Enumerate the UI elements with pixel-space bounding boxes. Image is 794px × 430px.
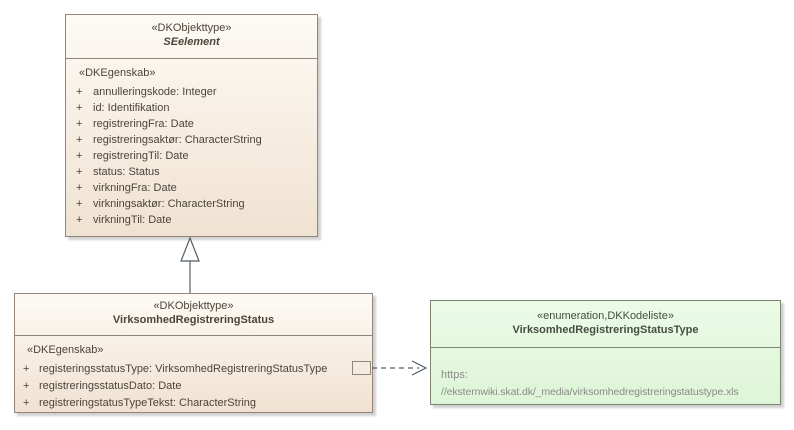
attr-heading: «DKEgenskab» xyxy=(27,344,104,356)
attribute-text: registreringFra: Date xyxy=(93,118,194,130)
attribute-text: status: Status xyxy=(93,166,160,178)
attribute-row: + registreringFra: Date xyxy=(66,116,317,132)
visibility-marker: + xyxy=(23,380,30,392)
attribute-row: + registreringsaktør: CharacterString xyxy=(66,132,317,148)
codelist-url-path: //eksternwiki.skat.dk/_media/virksomhedr… xyxy=(441,386,739,398)
class-name: SEelement xyxy=(163,36,220,48)
class-box-virksomhed-registrering-status[interactable]: «DKObjekttype» VirksomhedRegistreringSta… xyxy=(14,293,373,413)
generalization-connector xyxy=(180,236,200,293)
attribute-row: + status: Status xyxy=(66,164,317,180)
codelist-url: https: //eksternwiki.skat.dk/_media/virk… xyxy=(431,348,780,401)
class-header-virksomhed-registrering-status: «DKObjekttype» VirksomhedRegistreringSta… xyxy=(15,294,372,336)
attribute-row: + registeringsstatusType: VirksomhedRegi… xyxy=(15,361,372,378)
attribute-row: + virkningTil: Date xyxy=(66,212,317,228)
attribute-text: registeringsstatusType: VirksomhedRegist… xyxy=(39,363,328,375)
stereotype-label: «DKObjekttype» xyxy=(153,300,234,312)
codelist-url-scheme: https: xyxy=(441,369,468,381)
open-arrowhead xyxy=(411,360,428,376)
visibility-marker: + xyxy=(76,182,83,194)
attribute-row: + annulleringskode: Integer xyxy=(66,84,317,100)
attribute-row: + id: Identifikation xyxy=(66,100,317,116)
class-header-seelement: «DKObjekttype» SEelement xyxy=(66,15,317,59)
attribute-row: + virkningFra: Date xyxy=(66,180,317,196)
attribute-text: virkningTil: Date xyxy=(93,214,172,226)
attribute-row: + registreringTil: Date xyxy=(66,148,317,164)
stereotype-label: «DKObjekttype» xyxy=(151,22,232,34)
visibility-marker: + xyxy=(76,214,83,226)
visibility-marker: + xyxy=(76,198,83,210)
attribute-text: virkningsaktør: CharacterString xyxy=(93,198,245,210)
visibility-marker: + xyxy=(76,150,83,162)
attribute-row: + registreringstatusTypeTekst: Character… xyxy=(15,395,372,412)
stereotype-label: «enumeration,DKKodeliste» xyxy=(537,310,674,322)
attribute-row: + registreringsstatusDato: Date xyxy=(15,378,372,395)
attribute-row: + virkningsaktør: CharacterString xyxy=(66,196,317,212)
class-name: VirksomhedRegistreringStatus xyxy=(112,314,275,326)
visibility-marker: + xyxy=(23,397,30,409)
enum-box-virksomhed-registrering-status-type[interactable]: «enumeration,DKKodeliste» VirksomhedRegi… xyxy=(430,300,781,405)
visibility-marker: + xyxy=(76,102,83,114)
enum-name: VirksomhedRegistreringStatusType xyxy=(512,324,699,336)
attr-heading: «DKEgenskab» xyxy=(79,67,156,79)
attributes-compartment: «DKEgenskab» + registeringsstatusType: V… xyxy=(15,336,372,412)
visibility-marker: + xyxy=(76,166,83,178)
attribute-text: registreringsstatusDato: Date xyxy=(39,380,182,392)
attribute-text: annulleringskode: Integer xyxy=(93,86,217,98)
attribute-text: virkningFra: Date xyxy=(93,182,177,194)
visibility-marker: + xyxy=(76,134,83,146)
attribute-text: id: Identifikation xyxy=(93,102,170,114)
attribute-text: registreringstatusTypeTekst: CharacterSt… xyxy=(39,397,257,409)
visibility-marker: + xyxy=(23,363,30,375)
attribute-text: registreringTil: Date xyxy=(93,150,189,162)
hollow-triangle-arrowhead xyxy=(180,236,200,262)
class-box-seelement[interactable]: «DKObjekttype» SEelement «DKEgenskab» + … xyxy=(65,14,318,237)
enum-header: «enumeration,DKKodeliste» VirksomhedRegi… xyxy=(431,301,780,348)
attributes-compartment: «DKEgenskab» + annulleringskode: Integer… xyxy=(66,59,317,228)
visibility-marker: + xyxy=(76,86,83,98)
visibility-marker: + xyxy=(76,118,83,130)
attribute-text: registreringsaktør: CharacterString xyxy=(93,134,262,146)
